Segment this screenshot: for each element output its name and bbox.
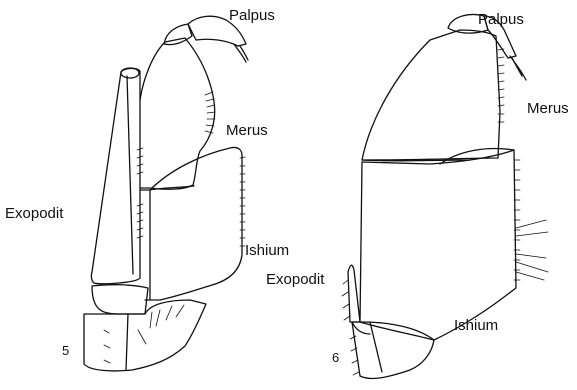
fig6-label-merus: Merus	[527, 101, 569, 116]
fig5-setae	[104, 92, 245, 363]
fig6-label-ishium: Ishium	[454, 318, 498, 333]
fig5-label-exopodit: Exopodit	[5, 206, 63, 221]
fig6-label-exopodit: Exopodit	[266, 272, 324, 287]
fig5-exopodit-tip	[121, 68, 139, 78]
fig6-number: 6	[332, 351, 339, 364]
fig5-label-ishium: Ishium	[245, 243, 289, 258]
fig5-number: 5	[62, 344, 69, 357]
fig5-ishium-shape	[140, 147, 242, 300]
figure-5-drawing	[84, 16, 248, 371]
fig5-label-merus: Merus	[226, 123, 268, 138]
fig5-palpus-tip	[234, 44, 248, 62]
fig6-ishium-shape	[360, 150, 516, 340]
fig6-merus-shape	[362, 30, 500, 160]
fig5-label-palpus: Palpus	[229, 8, 275, 23]
fig5-basal-divider	[126, 314, 128, 370]
fig6-exopodit-shape	[348, 265, 360, 322]
fig5-exopodit-inner-line	[127, 76, 133, 274]
fig6-label-palpus: Palpus	[478, 12, 524, 27]
fig6-merus-lower-edge	[362, 160, 470, 161]
fig5-ishium-inner-line	[150, 186, 194, 300]
fig5-merus-shape	[140, 38, 215, 189]
fig6-palpus-tip	[510, 56, 526, 80]
fig5-basal-joint	[92, 285, 148, 314]
fig6-basal-divider	[370, 322, 382, 372]
figure-6-drawing	[342, 15, 548, 379]
